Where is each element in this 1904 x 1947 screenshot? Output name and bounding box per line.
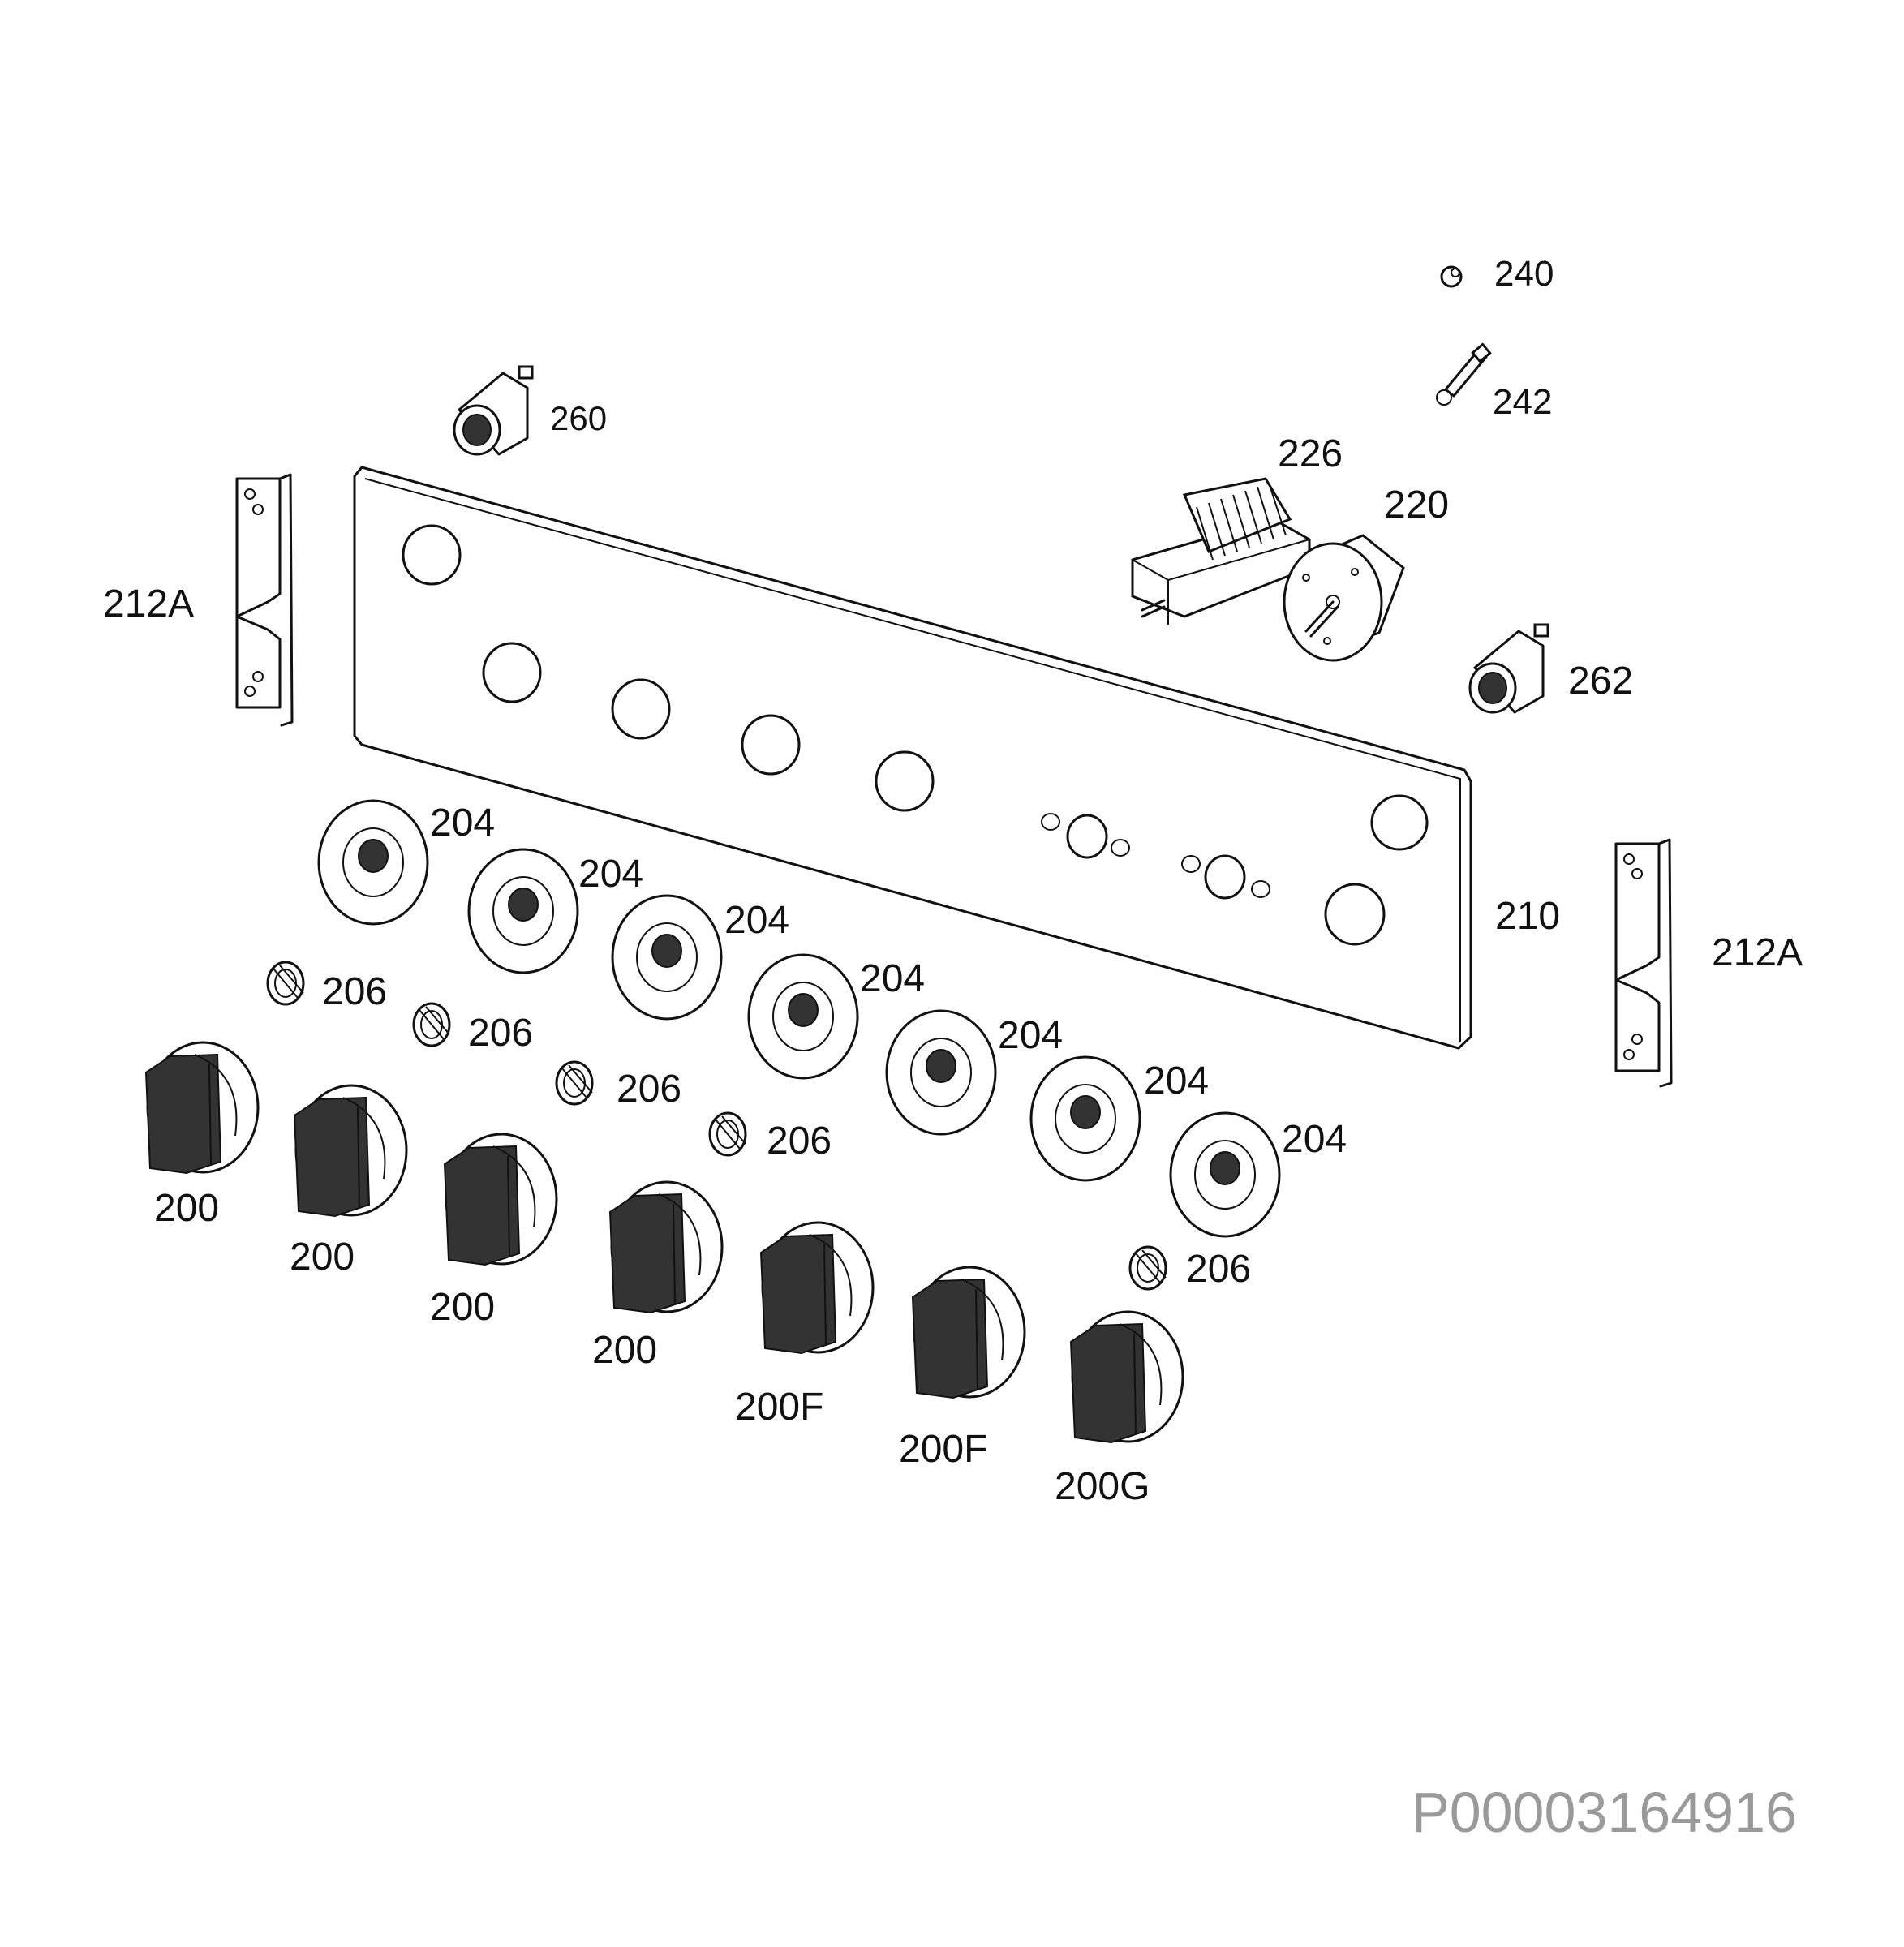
selector-switch-226 xyxy=(1131,477,1311,625)
spring-206 xyxy=(555,1060,594,1106)
label-204: 204 xyxy=(1282,1118,1347,1161)
label-240: 240 xyxy=(1494,254,1554,294)
part-labels: 240 242 260 226 220 262 212A 212A 210 20… xyxy=(103,254,1803,1508)
panel-indicator-holes xyxy=(1041,813,1270,900)
spring-206 xyxy=(708,1111,747,1157)
label-204: 204 xyxy=(860,957,925,1000)
knob-200 xyxy=(443,1133,558,1266)
label-260: 260 xyxy=(550,399,607,437)
lamp-holder-242 xyxy=(1436,342,1492,406)
label-210: 210 xyxy=(1495,895,1560,938)
label-204: 204 xyxy=(578,853,643,896)
spring-206 xyxy=(266,961,305,1006)
knob-200f xyxy=(911,1266,1026,1399)
bezel-204 xyxy=(1169,1111,1281,1238)
control-panel-210 xyxy=(353,466,1472,1050)
label-200: 200 xyxy=(592,1329,657,1372)
thermostat-220 xyxy=(1283,534,1405,662)
spring-206 xyxy=(1128,1245,1167,1291)
label-204: 204 xyxy=(1144,1059,1209,1102)
label-200f: 200F xyxy=(899,1428,987,1471)
knob-200g xyxy=(1069,1310,1184,1444)
label-212a-right: 212A xyxy=(1712,931,1803,974)
knob-200 xyxy=(144,1041,260,1175)
panel-knob-holes xyxy=(402,524,1429,946)
bezel-204 xyxy=(611,894,723,1021)
label-262: 262 xyxy=(1568,660,1633,703)
label-206: 206 xyxy=(617,1068,681,1111)
document-code: P00003164916 xyxy=(1412,1781,1797,1844)
bezel-204 xyxy=(747,953,859,1080)
switch-contact-fins xyxy=(1196,484,1287,561)
label-206: 206 xyxy=(1186,1248,1251,1291)
label-242: 242 xyxy=(1493,382,1552,422)
label-204: 204 xyxy=(998,1014,1063,1057)
indicator-lamp-260 xyxy=(453,365,534,456)
label-204: 204 xyxy=(430,802,495,845)
label-212a-left: 212A xyxy=(103,582,194,625)
bracket-212a-left xyxy=(235,473,294,727)
label-200f: 200F xyxy=(735,1386,823,1429)
label-200: 200 xyxy=(290,1236,355,1279)
bezel-204 xyxy=(317,799,429,926)
bezel-204 xyxy=(885,1009,997,1136)
knob-200 xyxy=(608,1180,724,1314)
indicator-lamp-262 xyxy=(1468,623,1549,714)
knob-200f xyxy=(759,1221,875,1355)
spring-206 xyxy=(412,1002,451,1047)
label-206: 206 xyxy=(322,970,387,1013)
lamp-cap-240 xyxy=(1440,265,1463,288)
label-226: 226 xyxy=(1278,432,1343,475)
knob-200 xyxy=(293,1084,408,1218)
label-204: 204 xyxy=(724,899,789,942)
label-206: 206 xyxy=(767,1120,832,1163)
label-200g: 200G xyxy=(1055,1465,1150,1508)
label-200: 200 xyxy=(430,1286,495,1329)
bezel-204 xyxy=(467,848,579,974)
bracket-212a-right xyxy=(1614,838,1673,1088)
label-206: 206 xyxy=(468,1012,533,1055)
bezel-204 xyxy=(1029,1055,1141,1182)
label-200: 200 xyxy=(154,1187,219,1230)
label-220: 220 xyxy=(1384,484,1449,527)
